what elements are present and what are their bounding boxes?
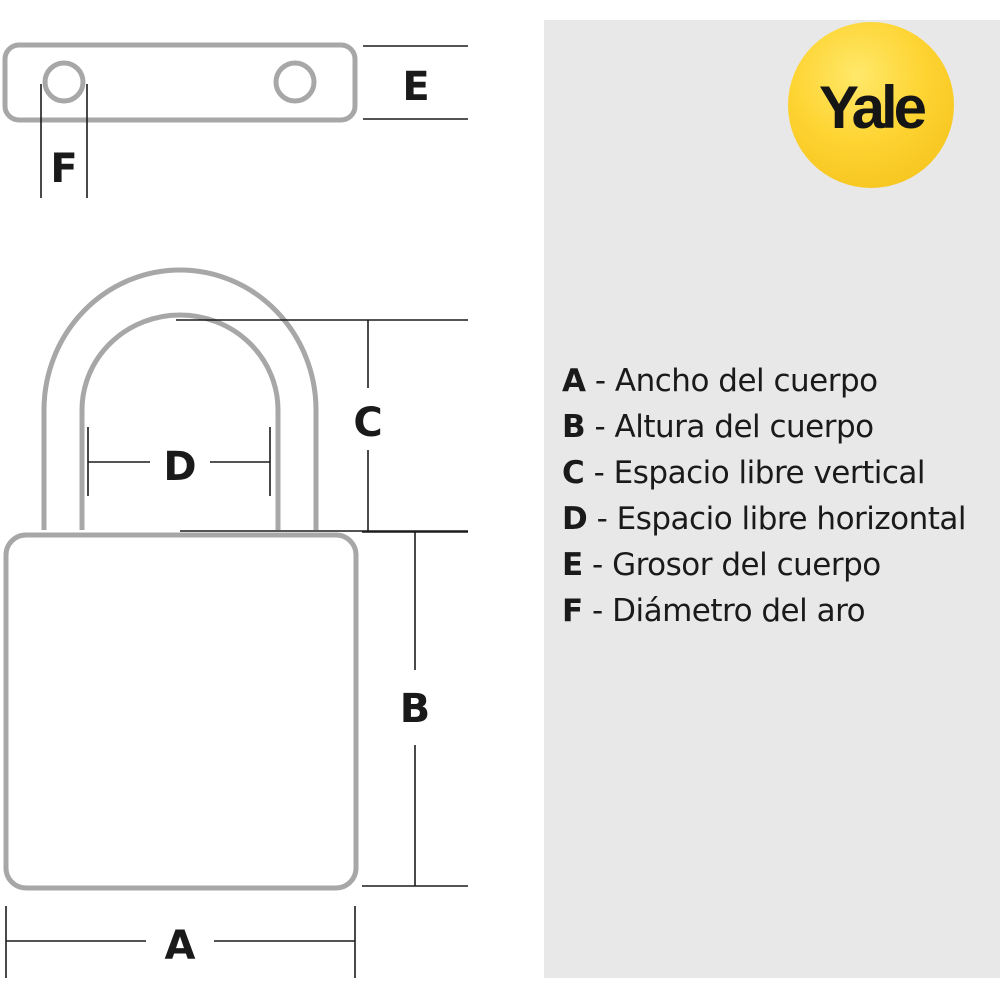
dimension-label-f: F [50,146,77,192]
dimension-b: B [362,531,468,887]
dimension-a: A [5,906,356,978]
dimension-label-a: A [165,923,196,969]
legend-separator: - [587,501,617,537]
legend-letter: F [562,593,583,629]
legend-item-f: F - Diámetro del aro [562,588,1000,634]
legend-text: Espacio libre horizontal [616,501,967,537]
legend-letter: A [562,363,586,399]
padlock-top-view [2,42,358,123]
legend-separator: - [582,593,613,629]
legend-separator: - [582,547,613,583]
yale-logo: Yale [788,22,954,188]
legend-text: Altura del cuerpo [614,409,875,445]
legend-item-b: B - Altura del cuerpo [562,404,1000,450]
yale-logo-text: Yale [818,73,927,141]
legend-text: Grosor del cuerpo [612,547,881,583]
legend-separator: - [585,409,615,445]
legend-item-d: D - Espacio libre horizontal [562,496,1000,542]
dimension-d: D [87,427,271,496]
top-view-shackle-hole-left [42,60,86,104]
legend-letter: E [562,547,583,583]
padlock-body-outline [3,532,359,891]
dimension-label-c: C [353,400,382,446]
dimension-legend: A - Ancho del cuerpo B - Altura del cuer… [562,358,1000,634]
top-view-shackle-hole-right [273,60,317,104]
dimension-label-e: E [402,64,429,110]
dimension-label-b: B [400,686,431,732]
legend-text: Diámetro del aro [612,593,866,629]
padlock-shackle-outline [41,267,319,530]
legend-item-c: C - Espacio libre vertical [562,450,1000,496]
dimension-c: C [176,319,468,532]
legend-separator: - [585,363,615,399]
legend-letter: D [562,501,588,537]
dimension-f: F [40,84,88,198]
legend-text: Espacio libre vertical [613,455,926,491]
legend-item-a: A - Ancho del cuerpo [562,358,1000,404]
legend-text: Ancho del cuerpo [614,363,878,399]
legend-separator: - [584,455,614,491]
top-view-body-outline [2,42,358,123]
legend-letter: B [562,409,586,445]
dimension-e: E [363,45,468,120]
legend-panel [544,20,1000,978]
legend-letter: C [562,455,585,491]
legend-item-e: E - Grosor del cuerpo [562,542,1000,588]
dimension-label-d: D [163,444,196,490]
